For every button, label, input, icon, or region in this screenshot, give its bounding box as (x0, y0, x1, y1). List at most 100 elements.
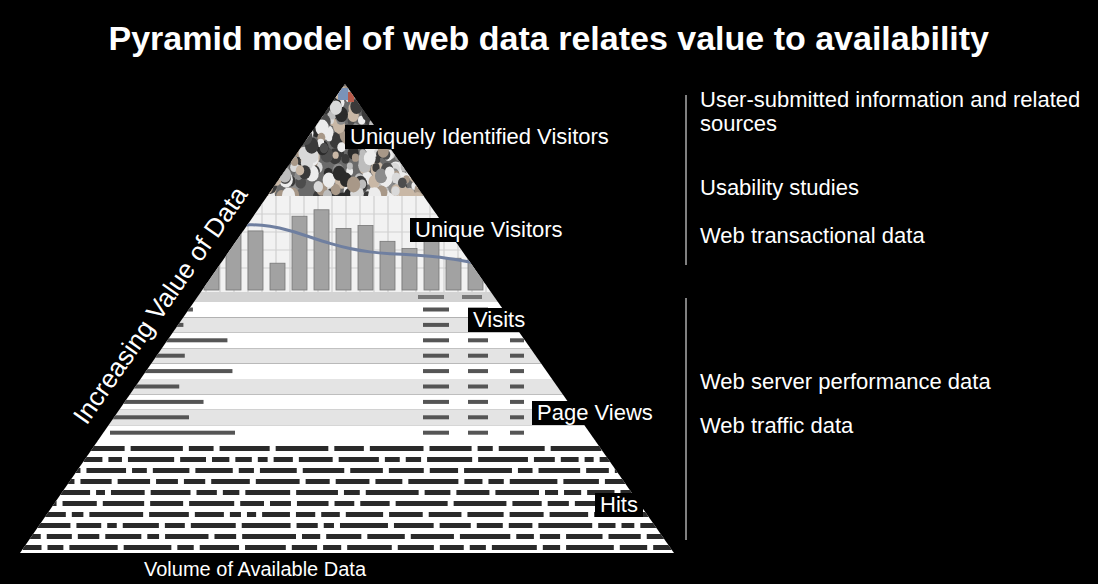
log-mark (598, 523, 615, 528)
crowd-head (282, 123, 289, 132)
crowd-head (254, 90, 263, 101)
crowd-head (273, 103, 286, 119)
crowd-head (395, 151, 403, 161)
crowd-head (255, 152, 264, 163)
log-mark (25, 457, 37, 462)
level-label: Page Views (532, 401, 658, 425)
log-mark (195, 468, 232, 473)
crowd-head (436, 184, 445, 195)
log-mark (467, 512, 503, 517)
log-mark (540, 534, 560, 539)
log-mark (518, 468, 533, 473)
crowd-head (429, 92, 437, 102)
log-mark (24, 523, 70, 528)
crowd-head (352, 154, 359, 162)
crowd-head (445, 181, 457, 196)
crowd-head (283, 109, 292, 120)
crowd-head (377, 94, 387, 106)
crowd-head (260, 116, 268, 126)
log-mark (585, 457, 594, 462)
log-mark (548, 501, 569, 506)
crowd-head (428, 94, 438, 106)
crowd-head (269, 84, 279, 96)
cell-mark (510, 415, 524, 419)
log-mark (334, 446, 364, 451)
table-row (0, 333, 700, 348)
log-mark (150, 501, 183, 506)
crowd-head (320, 143, 329, 153)
log-mark (545, 490, 558, 495)
log-mark (260, 468, 297, 473)
crowd-head (258, 177, 266, 187)
crowd-head (454, 179, 460, 187)
cell-mark (423, 323, 449, 327)
crowd-head (237, 141, 243, 149)
log-mark (177, 545, 193, 550)
crowd-head (412, 97, 426, 113)
log-mark (274, 457, 293, 462)
crowd-head (239, 116, 250, 129)
crowd-head (361, 105, 375, 122)
cell-mark (423, 431, 449, 435)
cell-mark (468, 338, 488, 342)
log-mark (512, 501, 541, 506)
crowd-head (247, 170, 255, 179)
log-mark (375, 479, 402, 484)
crowd-head (382, 91, 389, 100)
crowd-head (395, 88, 403, 97)
log-mark (103, 501, 144, 506)
log-mark (680, 468, 702, 473)
log-mark (510, 479, 558, 484)
grid-line (500, 196, 501, 292)
log-mark (344, 490, 360, 495)
crowd-head (280, 102, 289, 113)
crowd-head (409, 169, 421, 183)
log-mark (600, 457, 642, 462)
cell-mark (423, 400, 449, 404)
crowd-head (419, 152, 426, 160)
log-mark (609, 534, 641, 539)
crowd-head (445, 80, 457, 95)
crowd-head (243, 148, 251, 157)
log-mark (211, 479, 250, 484)
crowd-head (380, 104, 387, 113)
log-mark (180, 457, 206, 462)
log-mark (47, 534, 72, 539)
crowd-head (254, 104, 265, 117)
chart-bar (314, 210, 329, 290)
log-mark (296, 490, 338, 495)
pyramid-picture (0, 77, 719, 554)
crowd-head (281, 118, 294, 134)
log-mark (195, 512, 224, 517)
crowd-head (423, 151, 437, 168)
crowd-head (399, 154, 411, 168)
source-label: Web transactional data (700, 224, 925, 248)
crowd-head (452, 103, 460, 113)
crowd-head (248, 166, 257, 177)
log-mark (398, 545, 434, 550)
log-mark (54, 479, 75, 484)
crowd-head (253, 89, 265, 103)
crowd-head (384, 82, 396, 96)
log-lines (21, 446, 719, 550)
crowd-head (240, 104, 250, 116)
crowd-head (389, 87, 402, 103)
crowd-head (314, 181, 323, 192)
log-mark (47, 545, 63, 550)
table-row (0, 302, 700, 317)
log-mark (360, 501, 389, 506)
chart-bar (358, 225, 373, 290)
crowd-head (401, 94, 410, 104)
crowd-head (437, 78, 450, 94)
crowd-head (375, 80, 385, 93)
log-mark (408, 479, 458, 484)
crowd-head (410, 88, 423, 104)
table-row (0, 317, 700, 332)
crowd-head (295, 105, 303, 114)
log-mark (551, 446, 602, 451)
crowd-head (269, 146, 276, 154)
crowd-head (236, 94, 245, 105)
crowd-head (308, 99, 318, 111)
crowd-head (383, 105, 391, 115)
flag-mark (338, 88, 348, 100)
